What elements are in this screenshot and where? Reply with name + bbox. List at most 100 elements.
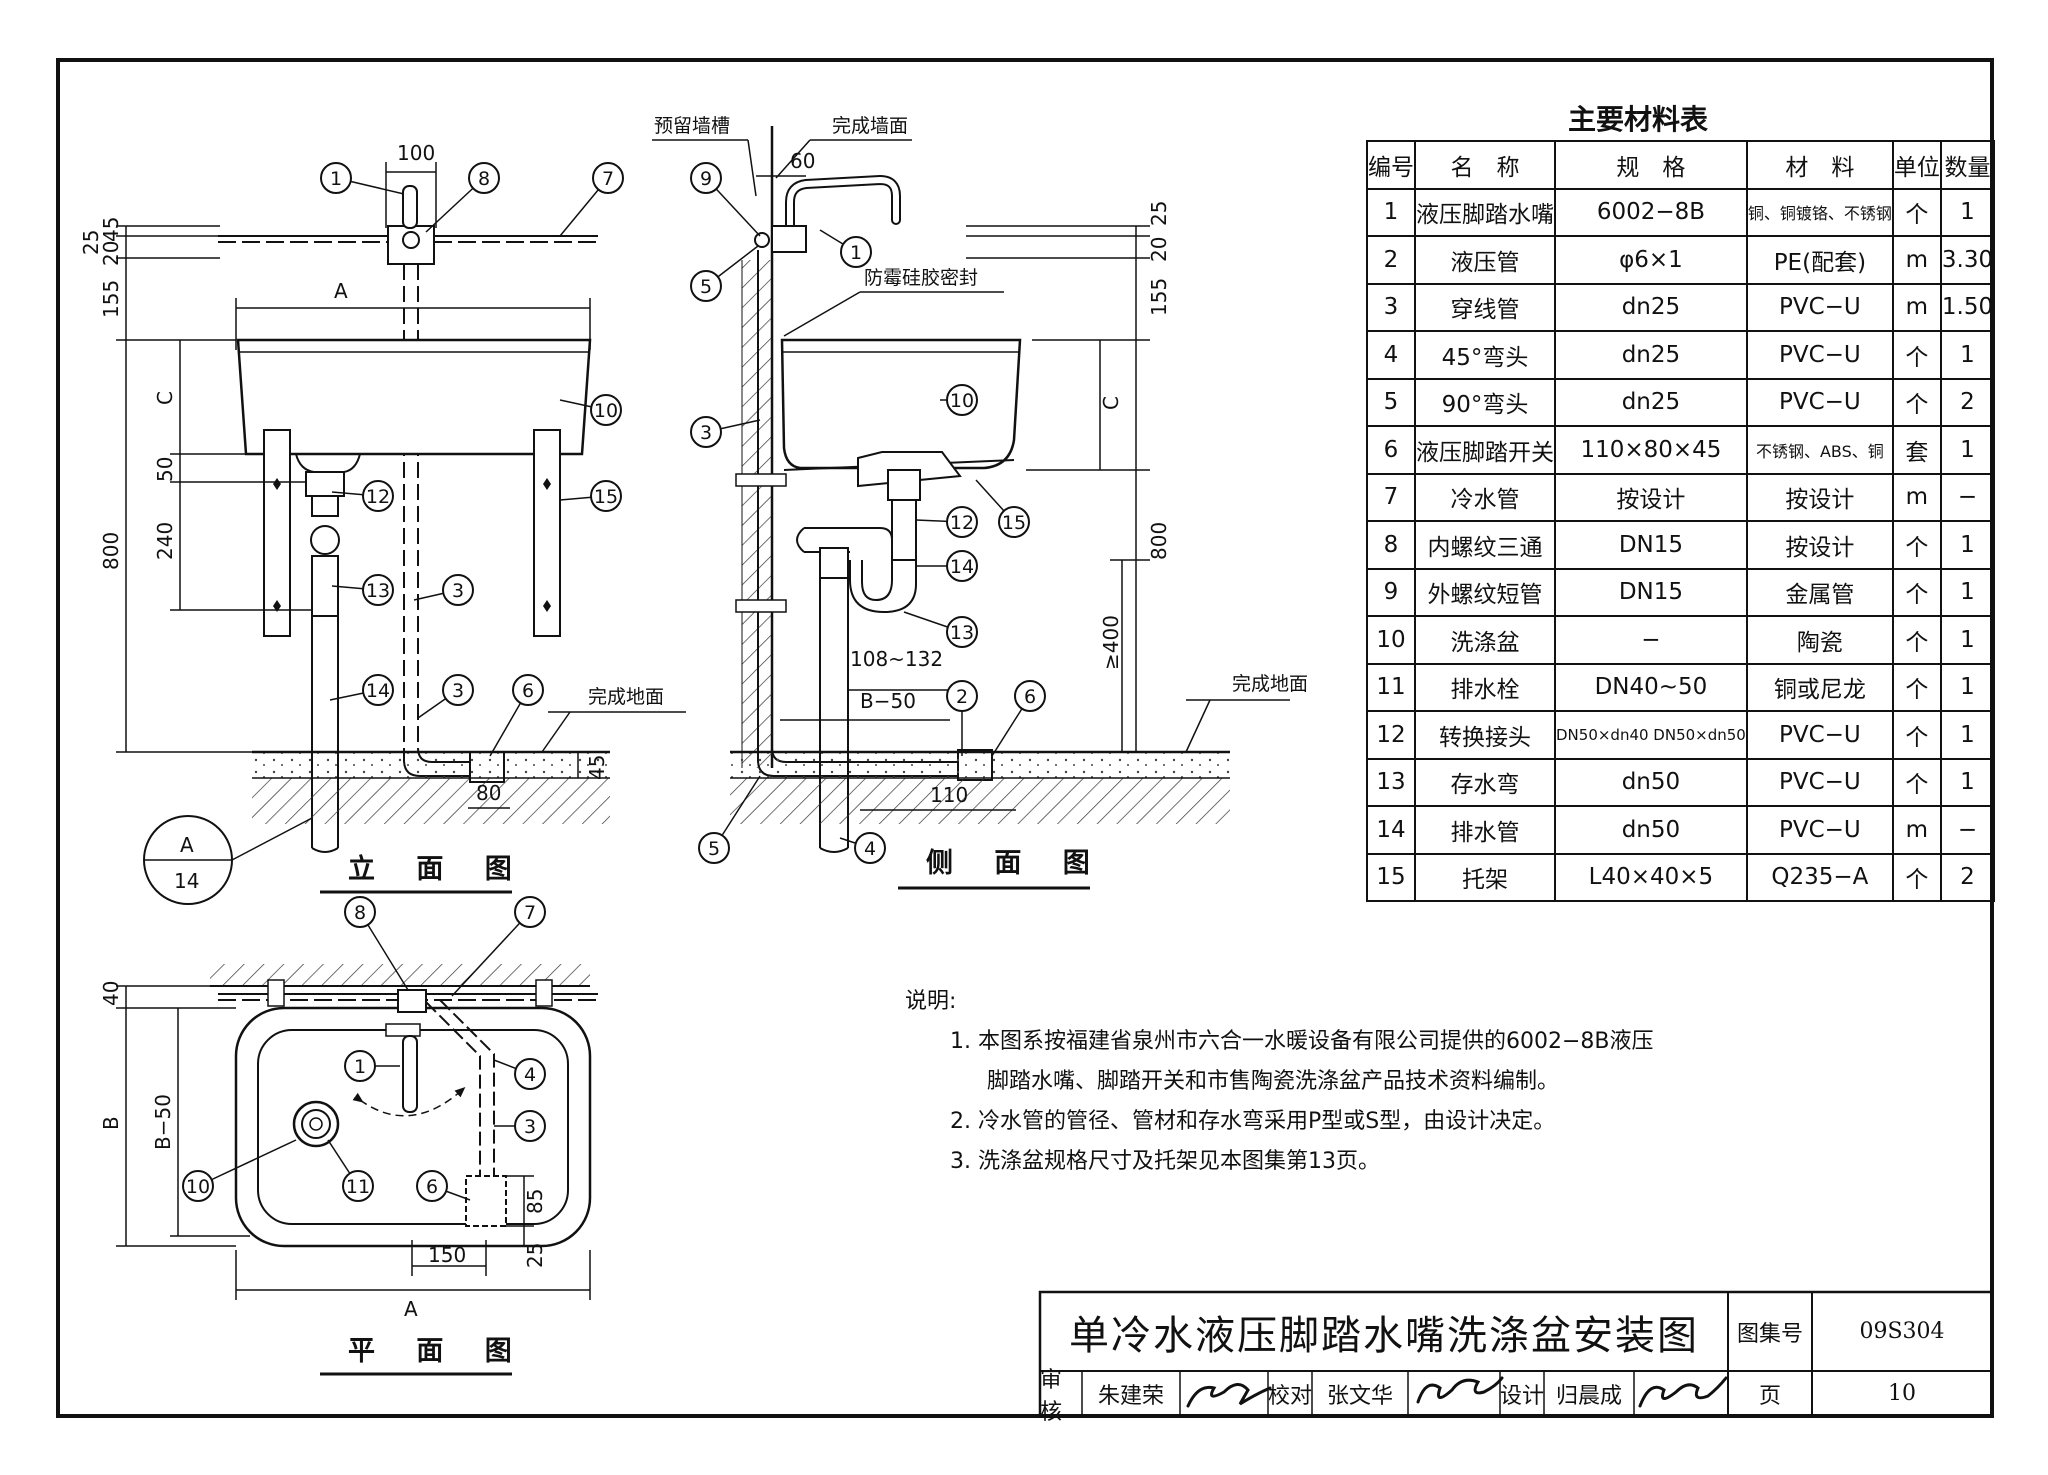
material-unit: 个 — [1891, 567, 1942, 617]
callout-bubble — [344, 1050, 376, 1082]
front-view-title: 立 面 图 — [348, 853, 528, 885]
callout-number: 1 — [330, 168, 342, 190]
material-material: PVC−U — [1745, 757, 1894, 807]
callout-number: 14 — [366, 680, 390, 702]
material-no: 8 — [1366, 520, 1416, 570]
material-name: 90°弯头 — [1414, 377, 1556, 427]
callout-number: 15 — [1002, 512, 1026, 534]
callout-number: 8 — [354, 902, 366, 924]
material-spec: − — [1554, 615, 1748, 665]
front-dim-25: 25 — [79, 230, 103, 255]
side-dim-B-50: B−50 — [860, 689, 916, 713]
callout-number: 12 — [366, 486, 390, 508]
material-unit: m — [1891, 235, 1942, 285]
material-name: 液压脚踏开关 — [1414, 425, 1556, 475]
material-name: 液压管 — [1414, 235, 1556, 285]
material-spec: dn25 — [1554, 282, 1748, 332]
material-name: 排水栓 — [1414, 662, 1556, 712]
material-no: 11 — [1366, 662, 1416, 712]
callout-bubble — [442, 574, 474, 606]
callout-bubble — [514, 1058, 546, 1090]
material-name: 穿线管 — [1414, 282, 1556, 332]
callout-bubble — [946, 550, 978, 582]
material-unit: m — [1891, 805, 1942, 855]
designer-name: 归晨成 — [1555, 1383, 1622, 1409]
material-no: 14 — [1366, 805, 1416, 855]
callout-bubble — [946, 616, 978, 648]
plan-dim-40: 40 — [99, 981, 123, 1006]
material-no: 13 — [1366, 757, 1416, 807]
detail-ref-top: A — [180, 833, 194, 857]
callout-number: 13 — [366, 580, 390, 602]
material-spec: dn50 — [1554, 757, 1748, 807]
side-dim-800: 800 — [1147, 522, 1171, 560]
material-unit: 个 — [1891, 710, 1942, 760]
front-dim-C: C — [153, 391, 177, 405]
note-2: 2. 冷水管的管径、管材和存水弯采用P型或S型，由设计决定。 — [950, 1109, 1556, 1134]
front-dim-50: 50 — [153, 457, 177, 482]
callout-bubble — [362, 480, 394, 512]
note-3: 3. 洗涤盆规格尺寸及托架见本图集第13页。 — [950, 1149, 1380, 1174]
materials-title: 主要材料表 — [1567, 103, 1708, 136]
material-qty: 2 — [1939, 377, 1996, 427]
callout-bubble — [998, 506, 1030, 538]
callout-bubble — [468, 162, 500, 194]
side-label-floor: 完成地面 — [1232, 673, 1308, 695]
material-spec: 6002−8B — [1554, 187, 1748, 237]
material-spec: 110×80×45 — [1554, 425, 1748, 475]
plan-dim-25: 25 — [523, 1243, 547, 1268]
callout-bubble — [590, 480, 622, 512]
material-name: 冷水管 — [1414, 472, 1556, 522]
callout-bubble — [690, 162, 722, 194]
callout-number: 10 — [950, 390, 974, 412]
callout-bubble — [362, 574, 394, 606]
plan-dim-B-50: B−50 — [151, 1094, 175, 1150]
material-qty: 1 — [1939, 187, 1996, 237]
plan-view: 40 B B−50 85 25 150 A 平 面 图 — [99, 964, 598, 1376]
callout-number: 7 — [602, 168, 614, 190]
material-name: 洗涤盆 — [1414, 615, 1556, 665]
callout-bubble — [590, 394, 622, 426]
material-qty: − — [1939, 805, 1996, 855]
front-floor-label: 完成地面 — [588, 686, 664, 708]
callout-bubble — [344, 896, 376, 928]
callout-bubble — [342, 1170, 374, 1202]
material-qty: 1 — [1939, 425, 1996, 475]
material-qty: 1 — [1939, 330, 1996, 380]
material-no: 15 — [1366, 852, 1416, 902]
material-spec: L40×40×5 — [1554, 852, 1748, 902]
note-1-cont: 脚踏水嘴、脚踏开关和市售陶瓷洗涤盆产品技术资料编制。 — [987, 1069, 1560, 1094]
callout-number: 1 — [850, 242, 862, 264]
callout-bubble — [698, 832, 730, 864]
material-unit: m — [1891, 472, 1942, 522]
material-name: 排水管 — [1414, 805, 1556, 855]
callout-bubble — [854, 832, 886, 864]
material-no: 2 — [1366, 235, 1416, 285]
callout-number: 3 — [452, 580, 464, 602]
material-spec: dn25 — [1554, 330, 1748, 380]
front-dim-20: 20 — [99, 241, 123, 266]
material-name: 内螺纹三通 — [1414, 520, 1556, 570]
material-qty: 2 — [1939, 852, 1996, 902]
callout-number: 14 — [950, 556, 974, 578]
material-no: 3 — [1366, 282, 1416, 332]
callout-number: 2 — [956, 686, 968, 708]
material-no: 7 — [1366, 472, 1416, 522]
material-material: 按设计 — [1745, 472, 1894, 522]
callout-number: 3 — [452, 680, 464, 702]
header-no: 编号 — [1366, 140, 1416, 190]
callout-number: 10 — [186, 1176, 210, 1198]
material-unit: 个 — [1891, 662, 1942, 712]
material-material: 铜、铜镀铬、不锈钢 — [1745, 187, 1894, 237]
material-spec: DN15 — [1554, 520, 1748, 570]
front-dim-45b: 45 — [585, 755, 609, 780]
callout-number: 3 — [700, 422, 712, 444]
side-label-sealant: 防霉硅胶密封 — [864, 267, 978, 289]
material-qty: 1 — [1939, 757, 1996, 807]
callout-number: 3 — [524, 1116, 536, 1138]
